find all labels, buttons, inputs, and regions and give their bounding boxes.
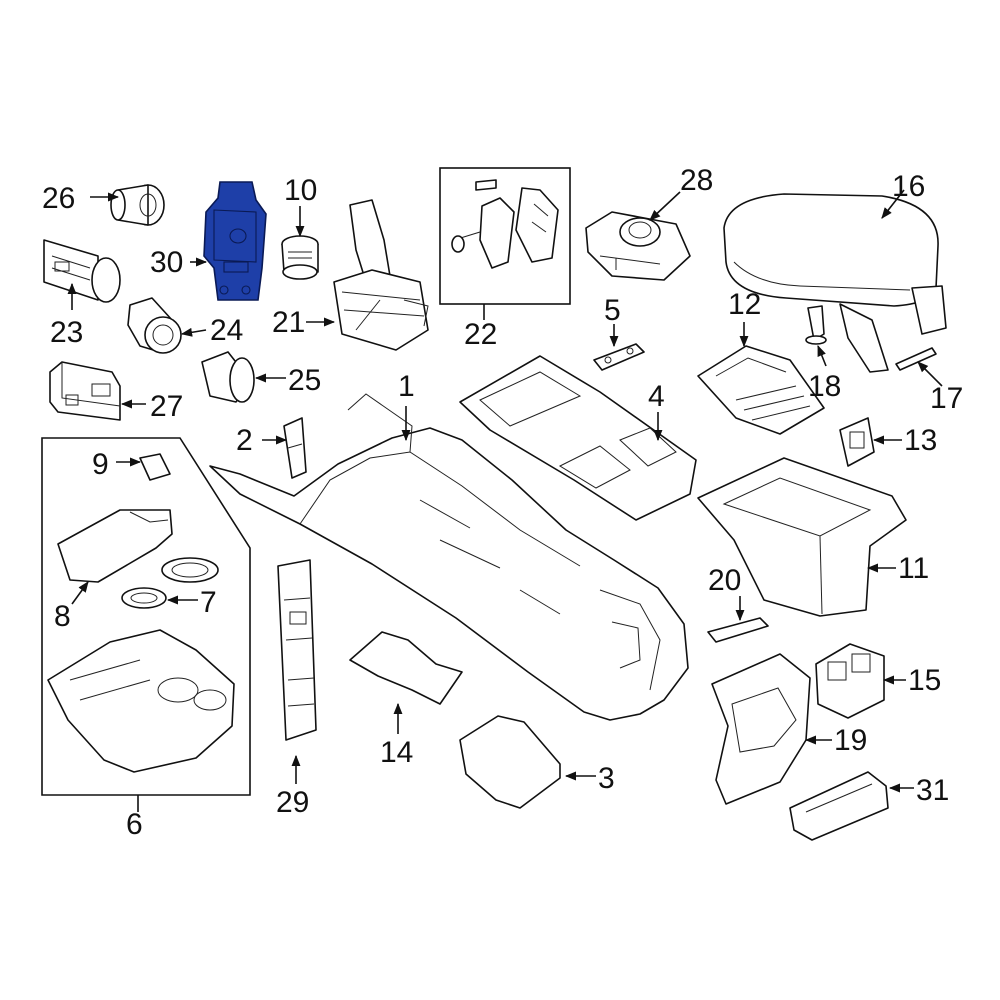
callout-16[interactable]: 16 — [892, 170, 925, 203]
leader-16 — [881, 189, 905, 219]
part-6-cupholder[interactable] — [47, 629, 235, 773]
part-21-gear-selector[interactable] — [333, 199, 429, 351]
part-29-switch-strip[interactable] — [277, 559, 317, 741]
callout-20[interactable]: 20 — [708, 564, 741, 597]
callout-11[interactable]: 11 — [898, 552, 929, 585]
callout-23[interactable]: 23 — [50, 316, 83, 349]
part-10-knob[interactable] — [281, 235, 319, 280]
leader-18 — [817, 344, 827, 367]
leader-8 — [71, 581, 89, 605]
part-13-switch[interactable] — [839, 417, 875, 467]
part-3-mount[interactable] — [459, 715, 561, 809]
part-8-liner[interactable] — [57, 509, 173, 583]
part-7-mats[interactable] — [121, 557, 219, 609]
part-28-controller[interactable] — [585, 211, 691, 281]
part-14-bracket[interactable] — [349, 631, 463, 705]
callout-17[interactable]: 17 — [930, 382, 963, 415]
callout-15[interactable]: 15 — [908, 664, 941, 697]
leader-17 — [917, 361, 943, 387]
leader-24 — [180, 327, 207, 337]
part-19-rear-trim[interactable] — [711, 653, 811, 805]
part-25-cap[interactable] — [201, 351, 255, 403]
group-box-6 — [41, 437, 251, 796]
callout-27[interactable]: 27 — [150, 390, 183, 423]
callout-30[interactable]: 30 — [150, 246, 183, 279]
callout-14[interactable]: 14 — [380, 736, 413, 769]
part-24-ring[interactable] — [127, 297, 182, 354]
part-9-insert[interactable] — [139, 453, 171, 481]
callout-12[interactable]: 12 — [728, 288, 761, 321]
part-26-socket[interactable] — [110, 184, 165, 226]
callout-3[interactable]: 3 — [598, 762, 615, 795]
callout-21[interactable]: 21 — [272, 306, 305, 339]
callout-4[interactable]: 4 — [648, 380, 665, 413]
callout-2[interactable]: 2 — [236, 424, 253, 457]
part-30-parking-brake-switch[interactable] — [203, 181, 267, 301]
part-5-plate[interactable] — [593, 343, 645, 371]
part-15-vent[interactable] — [815, 643, 885, 719]
callout-24[interactable]: 24 — [210, 314, 243, 347]
callout-6[interactable]: 6 — [126, 808, 143, 841]
callout-1[interactable]: 1 — [398, 370, 415, 403]
part-20-strip[interactable] — [707, 617, 769, 643]
leader-lines — [67, 189, 943, 812]
callout-8[interactable]: 8 — [54, 600, 71, 633]
callout-29[interactable]: 29 — [276, 786, 309, 819]
part-18-clip[interactable] — [805, 305, 827, 345]
callout-5[interactable]: 5 — [604, 294, 621, 327]
leader-28 — [649, 191, 681, 221]
part-12-tray[interactable] — [697, 345, 825, 435]
callout-28[interactable]: 28 — [680, 164, 713, 197]
callout-19[interactable]: 19 — [834, 724, 867, 757]
callout-10[interactable]: 10 — [284, 174, 317, 207]
callout-18[interactable]: 18 — [808, 370, 841, 403]
callout-31[interactable]: 31 — [916, 774, 949, 807]
part-22-selector-parts[interactable] — [451, 179, 559, 269]
callout-22[interactable]: 22 — [464, 318, 497, 351]
callout-labels: 26 30 10 28 16 23 24 21 22 5 12 18 17 25… — [42, 164, 963, 841]
part-16-armrest[interactable] — [723, 193, 947, 373]
part-31-climate-panel[interactable] — [789, 771, 889, 841]
part-2-bracket[interactable] — [283, 417, 307, 479]
part-11-storage-bin[interactable] — [697, 457, 907, 617]
callout-7[interactable]: 7 — [200, 586, 217, 619]
part-23-outlet[interactable] — [43, 239, 121, 303]
part-27-switch[interactable] — [49, 361, 121, 421]
callout-25[interactable]: 25 — [288, 364, 321, 397]
callout-13[interactable]: 13 — [904, 424, 937, 457]
callout-9[interactable]: 9 — [92, 448, 109, 481]
part-4-top-trim[interactable] — [459, 355, 697, 521]
part-17-rod[interactable] — [895, 347, 937, 371]
group-box-22 — [439, 167, 571, 305]
callout-26[interactable]: 26 — [42, 182, 75, 215]
part-1-center-console[interactable] — [209, 393, 689, 721]
